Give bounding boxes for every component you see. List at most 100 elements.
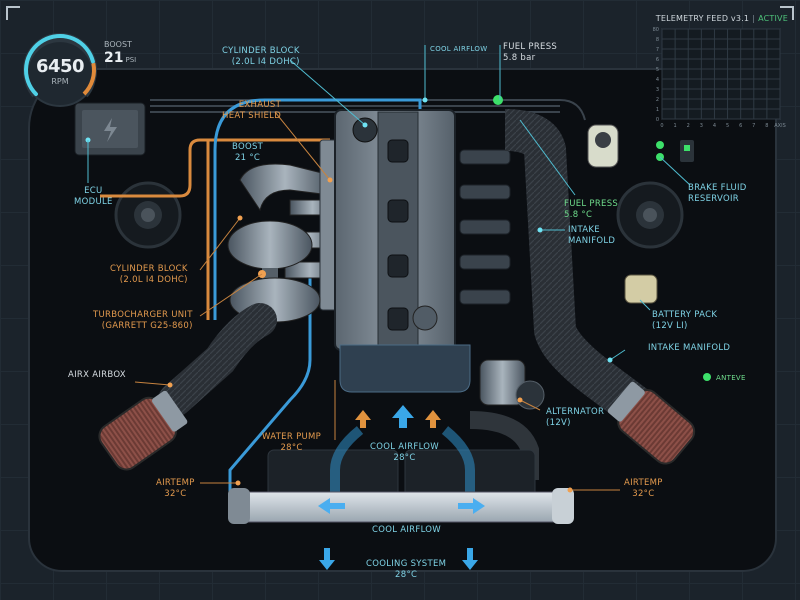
oil-pan xyxy=(339,344,471,393)
orange-harness xyxy=(100,138,330,198)
boost-number: 21 xyxy=(104,50,124,66)
label-line: WATER PUMP xyxy=(262,432,322,442)
intake-plenum xyxy=(504,109,653,427)
x-tick-label: 0 xyxy=(660,123,663,129)
label-alternator: ALTERNATOR(12V) xyxy=(546,407,604,429)
label-line: BRAKE FLUID xyxy=(688,183,747,193)
leader-lines xyxy=(87,45,691,491)
arrow-down-icon xyxy=(319,548,335,570)
label-line: 28°C xyxy=(393,453,416,463)
label-line: FUEL PRESS xyxy=(503,42,558,52)
x-tick-label: 7 xyxy=(752,123,755,129)
blue-coolant-line xyxy=(213,98,422,320)
arrow-down-icon xyxy=(462,548,478,570)
telemetry-title: TELEMETRY FEED v3.1|ACTIVE xyxy=(648,14,788,23)
x-tick-label: 2 xyxy=(687,123,690,129)
fuel-press-sensor xyxy=(493,95,503,105)
y-tick-label: 8 xyxy=(656,37,659,43)
label-intake-manifold-lower: INTAKE MANIFOLD xyxy=(648,343,731,353)
cylinder-block xyxy=(334,109,456,351)
rpm-gauge-fill xyxy=(24,34,95,97)
y-tick-label: 0 xyxy=(656,117,659,123)
label-line: INTAKE xyxy=(568,225,600,235)
label-line: BATTERY PACK xyxy=(652,310,718,320)
label-line: MANIFOLD xyxy=(568,236,616,246)
airflow-arrows xyxy=(318,405,485,570)
arrow-right-icon xyxy=(458,498,485,514)
label-line: BOOST xyxy=(232,142,264,152)
label-line: CYLINDER BLOCK xyxy=(222,46,300,56)
x-tick-label: 4 xyxy=(713,123,716,129)
rpm-gauge xyxy=(23,33,97,107)
air-filter-left xyxy=(98,390,188,471)
telemetry-plot-area xyxy=(661,28,781,120)
y-tick-label: 80 xyxy=(653,27,659,33)
label-line: TURBOCHARGER UNIT xyxy=(93,310,193,320)
boost-label: BOOST xyxy=(104,40,132,49)
label-cylinder-block-left: CYLINDER BLOCK(2.0L I4 DOHC) xyxy=(110,264,188,286)
label-cylinder-block-top: CYLINDER BLOCK(2.0L I4 DOHC) xyxy=(222,46,300,68)
frame-corner-top-right xyxy=(780,6,794,20)
y-tick-label: 5 xyxy=(656,67,659,73)
label-line: FUEL PRESS xyxy=(564,199,619,209)
alternator xyxy=(479,359,545,410)
label-line: (2.0L I4 DOHC) xyxy=(231,57,300,67)
arrow-up-icon xyxy=(392,405,414,428)
y-tick-label: 3 xyxy=(656,87,659,93)
label-line: 28°C xyxy=(395,570,418,580)
x-tick-label: 6 xyxy=(739,123,742,129)
x-tick-label: 3 xyxy=(700,123,703,129)
boost-unit: PSI xyxy=(125,56,137,64)
rpm-redline xyxy=(82,62,96,96)
y-tick-label: 6 xyxy=(656,57,659,63)
arrow-up-heat-icon xyxy=(355,410,371,428)
label-line: 32°C xyxy=(632,489,655,499)
status-led xyxy=(703,373,711,381)
label-line: HEAT SHIELD xyxy=(222,111,282,121)
label-cool-airflow-top: COOL AIRFLOW xyxy=(430,45,488,53)
label-line: (2.0L I4 DOHC) xyxy=(119,275,188,285)
battery-pack xyxy=(624,274,658,304)
air-filter-right xyxy=(607,381,696,465)
label-airx-airbox: AIRX AIRBOX xyxy=(68,370,126,380)
label-line: AIRTEMP xyxy=(156,478,195,488)
x-tick-label: 5 xyxy=(726,123,729,129)
label-line: 21 °C xyxy=(234,153,261,163)
label-line: CYLINDER BLOCK xyxy=(110,264,188,274)
label-line: 32°C xyxy=(164,489,187,499)
label-line: MODULE xyxy=(74,197,113,207)
label-line: COOLING SYSTEM xyxy=(366,559,447,569)
arrow-up-heat-icon xyxy=(425,410,441,428)
y-tick-label: 7 xyxy=(656,47,659,53)
label-line: RESERVOIR xyxy=(688,194,739,204)
label-line: (12V LI) xyxy=(652,321,688,331)
y-tick-label: 2 xyxy=(656,97,659,103)
label-line: ALTERNATOR xyxy=(546,407,605,417)
telemetry-title-text: TELEMETRY FEED v3.1 xyxy=(655,14,750,23)
intake-pipe-left xyxy=(158,303,277,417)
label-line: 5.8 °C xyxy=(564,210,593,220)
x-tick-label: 1 xyxy=(674,123,677,129)
x-tick-label: 8 xyxy=(765,123,768,129)
label-line: COOL AIRFLOW xyxy=(370,442,439,452)
fuel-filter xyxy=(587,124,619,168)
leader-dots xyxy=(167,97,711,493)
label-line: 5.8 bar xyxy=(503,53,536,63)
ecu-module xyxy=(74,102,146,156)
arrow-left-icon xyxy=(318,498,345,514)
label-battery-pack: BATTERY PACK(12V LI) xyxy=(652,310,717,332)
label-line: AIRTEMP xyxy=(624,478,663,488)
